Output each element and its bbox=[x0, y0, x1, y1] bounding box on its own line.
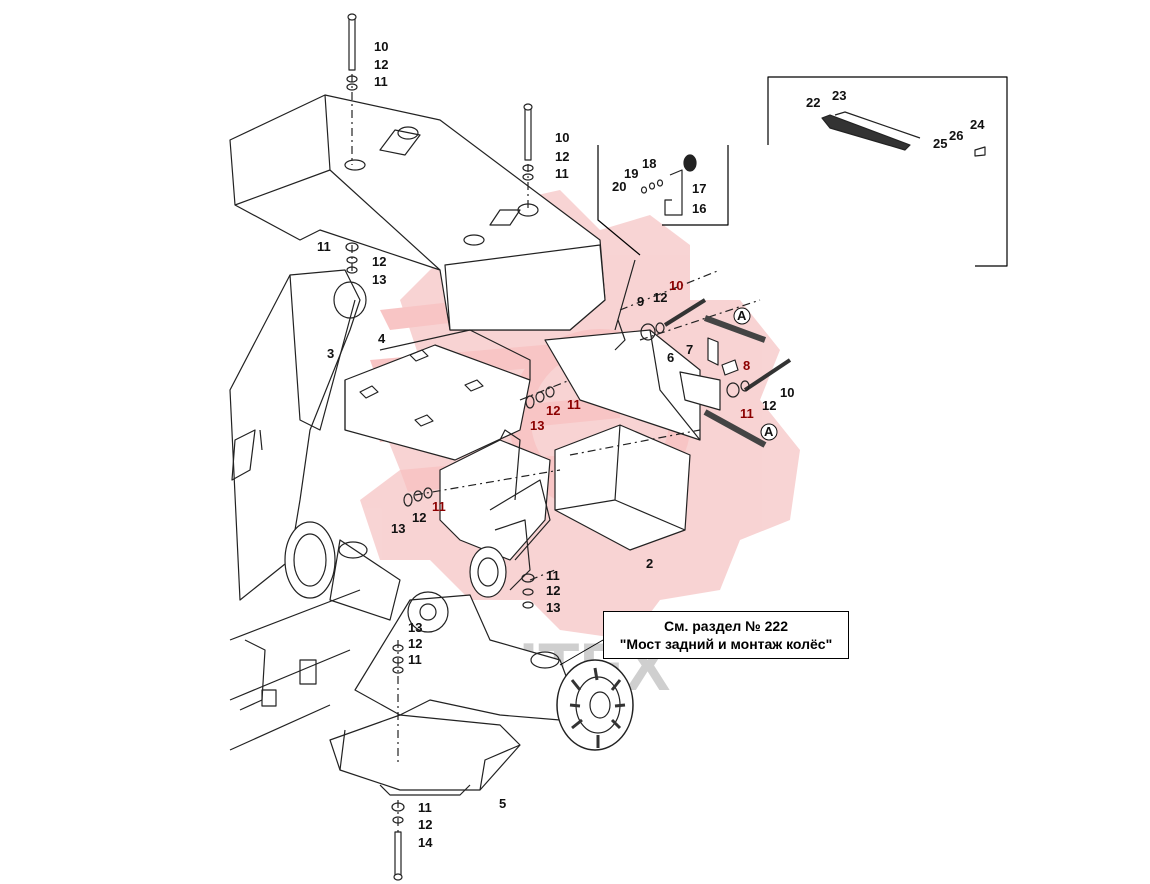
side-frame bbox=[229, 269, 361, 601]
pivot-flange bbox=[469, 546, 507, 598]
callout-12e: 12 bbox=[762, 398, 776, 413]
callout-12c: 12 bbox=[372, 254, 386, 269]
axle-housing bbox=[329, 714, 521, 791]
callout-2: 2 bbox=[646, 556, 653, 571]
reference-line-2: "Мост задний и монтаж колёс" bbox=[619, 636, 833, 652]
callout-11g: 11 bbox=[432, 499, 446, 514]
callout-11a: 11 bbox=[374, 74, 388, 89]
callout-13f: 13 bbox=[530, 418, 544, 433]
callout-10d: 10 bbox=[669, 278, 683, 293]
callout-A-lower: A bbox=[760, 423, 778, 441]
callout-12d: 12 bbox=[653, 290, 667, 305]
callout-10a: 10 bbox=[374, 39, 388, 54]
callout-9: 9 bbox=[637, 294, 644, 309]
callout-13c: 13 bbox=[372, 272, 386, 287]
inset-box-clip bbox=[597, 145, 729, 256]
callout-16: 16 bbox=[692, 201, 706, 216]
callout-11h: 11 bbox=[546, 568, 560, 583]
callout-4: 4 bbox=[378, 331, 386, 346]
callout-19: 19 bbox=[624, 166, 638, 181]
callout-11c: 11 bbox=[317, 239, 331, 254]
reference-leader bbox=[559, 639, 604, 666]
callout-22: 22 bbox=[806, 95, 820, 110]
callout-12i: 12 bbox=[408, 636, 422, 651]
callout-25: 25 bbox=[933, 136, 947, 151]
callout-12h: 12 bbox=[546, 583, 560, 598]
reference-note: См. раздел № 222 "Мост задний и монтаж к… bbox=[603, 611, 849, 659]
callout-24: 24 bbox=[970, 117, 985, 132]
callout-11f: 11 bbox=[567, 397, 581, 412]
callout-13i: 13 bbox=[408, 620, 422, 635]
reference-line-1: См. раздел № 222 bbox=[663, 618, 789, 634]
callout-10e: 10 bbox=[780, 385, 794, 400]
left-hub bbox=[284, 521, 336, 599]
callout-18: 18 bbox=[642, 156, 656, 171]
shim-rod-lower bbox=[703, 409, 767, 448]
callout-23: 23 bbox=[832, 88, 846, 103]
callout-13h: 13 bbox=[546, 600, 560, 615]
callout-A-upper: A bbox=[733, 307, 751, 325]
callout-6: 6 bbox=[667, 350, 674, 365]
callout-3: 3 bbox=[327, 346, 334, 361]
callout-10b: 10 bbox=[555, 130, 569, 145]
callout-26: 26 bbox=[949, 128, 963, 143]
callout-8: 8 bbox=[743, 358, 750, 373]
callout-14j: 14 bbox=[418, 835, 433, 850]
callout-12j: 12 bbox=[418, 817, 432, 832]
callout-13g: 13 bbox=[391, 521, 405, 536]
right-wheel-hub bbox=[556, 659, 634, 751]
line-work bbox=[229, 13, 1008, 881]
svg-text:A: A bbox=[764, 424, 774, 439]
callout-20: 20 bbox=[612, 179, 626, 194]
callout-11b: 11 bbox=[555, 166, 569, 181]
callout-11i: 11 bbox=[408, 652, 422, 667]
inset-box-strip bbox=[767, 76, 1008, 267]
callout-12b: 12 bbox=[555, 149, 569, 164]
callout-11j: 11 bbox=[418, 800, 432, 815]
callout-12a: 12 bbox=[374, 57, 388, 72]
callout-17: 17 bbox=[692, 181, 706, 196]
callout-12g: 12 bbox=[412, 510, 426, 525]
callout-7: 7 bbox=[686, 342, 693, 357]
svg-text:A: A bbox=[737, 308, 747, 323]
callout-labels: 10 12 11 10 12 11 11 12 13 3 4 9 12 10 6… bbox=[317, 39, 985, 850]
callout-11e: 11 bbox=[740, 406, 754, 421]
callout-12f: 12 bbox=[546, 403, 560, 418]
shim-rod-upper bbox=[703, 315, 767, 343]
inset-edge-mask bbox=[599, 140, 727, 144]
callout-5: 5 bbox=[499, 796, 506, 811]
